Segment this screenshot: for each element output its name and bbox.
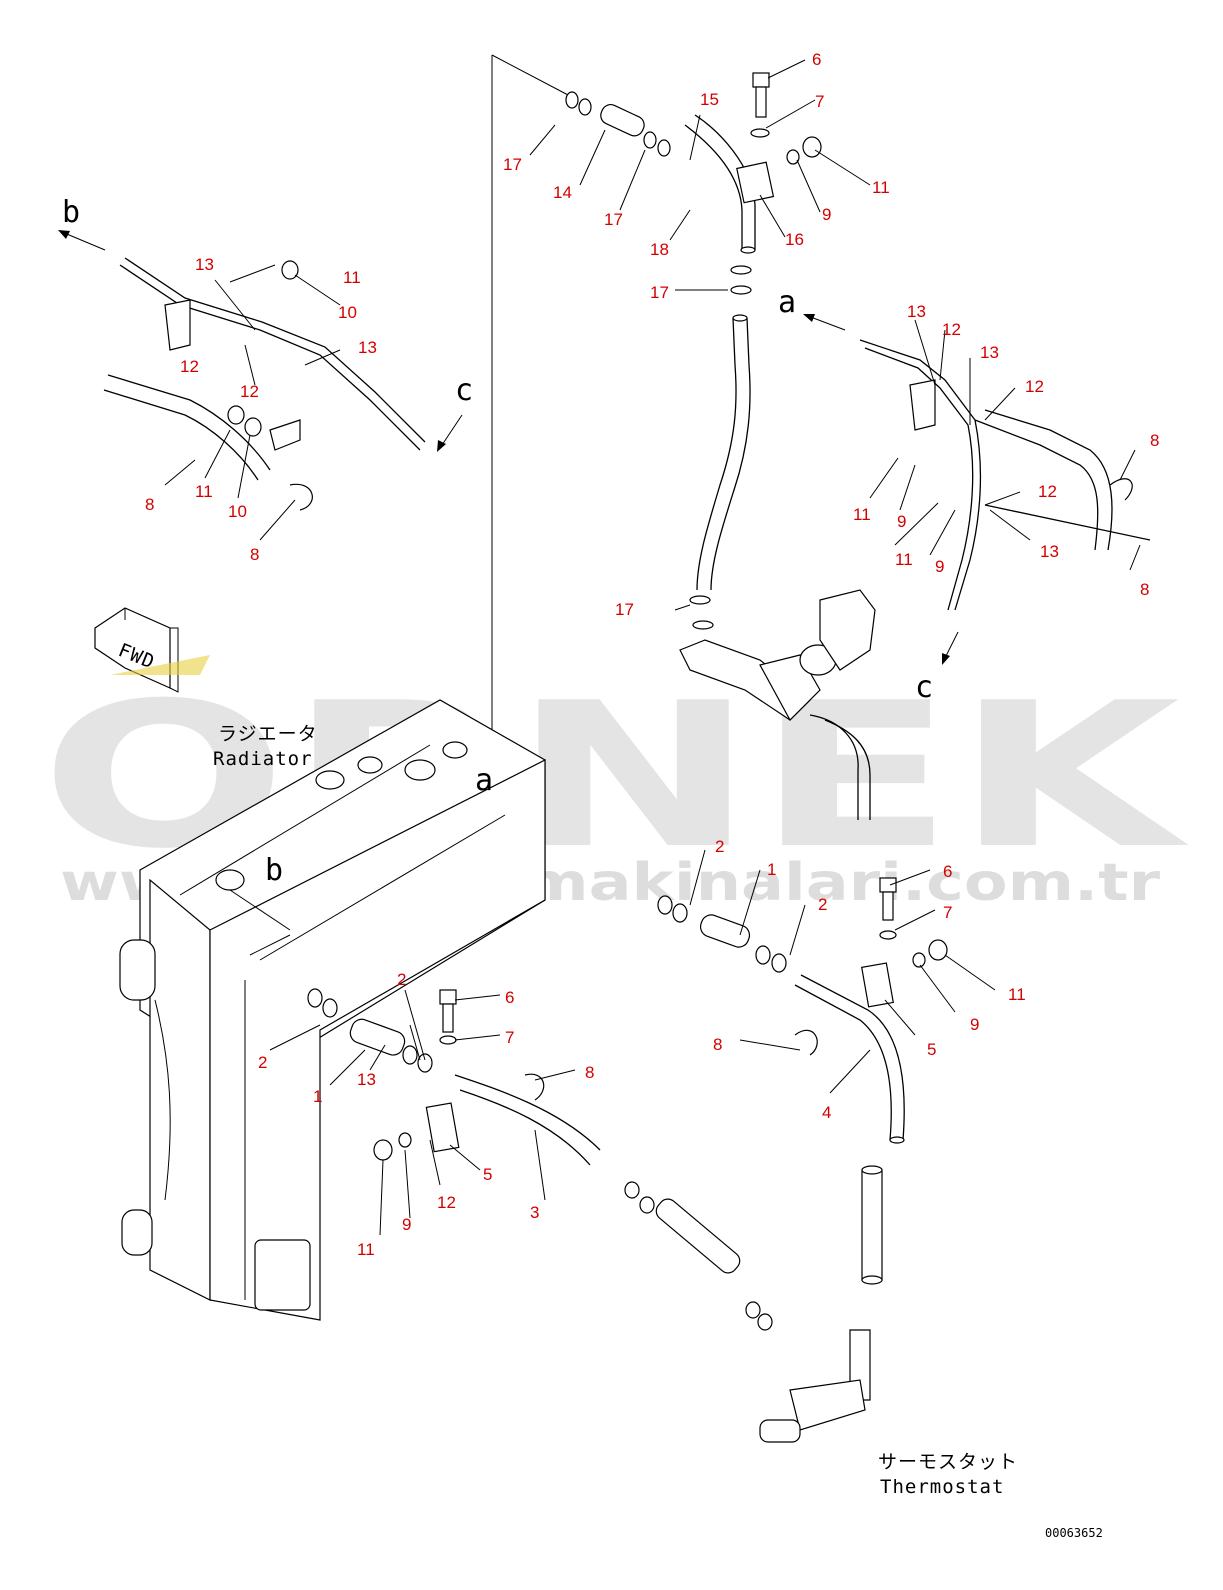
- fwd-arrow-icon: FWD: [94, 607, 210, 693]
- view-letter-a: a: [778, 285, 796, 320]
- callout-1: 1: [313, 1087, 322, 1106]
- callout-11: 11: [853, 505, 871, 524]
- callout-9: 9: [970, 1015, 979, 1034]
- callout-11: 11: [357, 1240, 375, 1259]
- callout-17: 17: [650, 283, 669, 302]
- callout-11: 11: [1008, 985, 1026, 1004]
- leader-line: [491, 54, 571, 97]
- callout-8: 8: [1140, 580, 1149, 599]
- callout-8: 8: [250, 545, 259, 564]
- callout-2: 2: [397, 970, 406, 989]
- callout-8: 8: [145, 495, 154, 514]
- callout-9: 9: [402, 1215, 411, 1234]
- callout-2: 2: [258, 1053, 267, 1072]
- callout-12: 12: [942, 320, 961, 339]
- callout-9: 9: [935, 557, 944, 576]
- callout-13: 13: [195, 255, 214, 274]
- radiator-label-jp: ラジエータ: [218, 723, 318, 745]
- callout-numbers: 6 7 15 11 9 16 17 14 17 18 17 17 13 11 1…: [145, 50, 1159, 1259]
- callout-12: 12: [437, 1193, 456, 1212]
- callout-6: 6: [943, 862, 952, 881]
- callout-9: 9: [897, 512, 906, 531]
- callout-13: 13: [1040, 542, 1059, 561]
- lower-hoses: [307, 877, 948, 1443]
- callout-7: 7: [505, 1028, 514, 1047]
- upper-pipe-assembly: [565, 72, 876, 820]
- callout-11: 11: [343, 268, 361, 287]
- arrow-head-icon: [437, 440, 446, 452]
- view-letter-b: b: [62, 195, 80, 230]
- callout-2: 2: [818, 895, 827, 914]
- thermostat-label-en: Thermostat: [880, 1476, 1004, 1498]
- callout-8: 8: [1150, 431, 1159, 450]
- radiator: [119, 699, 546, 1321]
- callout-11: 11: [895, 550, 913, 569]
- view-letter-c: c: [915, 670, 933, 705]
- callout-1: 1: [767, 860, 776, 879]
- callout-13: 13: [980, 343, 999, 362]
- callout-10: 10: [228, 502, 247, 521]
- callout-8: 8: [585, 1063, 594, 1082]
- callout-9: 9: [822, 205, 831, 224]
- callout-7: 7: [943, 903, 952, 922]
- callout-3: 3: [530, 1203, 539, 1222]
- callout-18: 18: [650, 240, 669, 259]
- callout-17: 17: [503, 155, 522, 174]
- callout-11: 11: [872, 178, 890, 197]
- view-letter-b: b: [265, 853, 283, 888]
- callout-6: 6: [505, 988, 514, 1007]
- callout-5: 5: [927, 1040, 936, 1059]
- callout-17: 17: [615, 600, 634, 619]
- callout-7: 7: [815, 92, 824, 111]
- callout-13: 13: [358, 338, 377, 357]
- view-markers: b c a c a b: [58, 195, 959, 888]
- callout-10: 10: [338, 303, 357, 322]
- callout-11: 11: [195, 482, 213, 501]
- radiator-label-en: Radiator: [213, 748, 313, 770]
- callout-15: 15: [700, 90, 719, 109]
- callout-14: 14: [553, 183, 572, 202]
- callout-8: 8: [713, 1035, 722, 1054]
- callout-16: 16: [785, 230, 804, 249]
- callout-12: 12: [240, 382, 259, 401]
- callout-12: 12: [1038, 482, 1057, 501]
- arrow-head-icon: [58, 230, 70, 239]
- callout-17: 17: [604, 210, 623, 229]
- callout-2: 2: [715, 837, 724, 856]
- thermostat-label-jp: サーモスタット: [878, 1451, 1018, 1473]
- right-small-pipes: [859, 339, 1151, 611]
- view-letter-c: c: [455, 373, 473, 408]
- arrow-head-icon: [942, 653, 950, 665]
- callout-13: 13: [907, 302, 926, 321]
- callout-6: 6: [812, 50, 821, 69]
- leader-lines: [164, 59, 1141, 1236]
- drawing-id: 00063652: [1045, 1526, 1103, 1540]
- callout-12: 12: [180, 357, 199, 376]
- callout-13: 13: [357, 1070, 376, 1089]
- callout-12: 12: [1025, 377, 1044, 396]
- callout-5: 5: [483, 1165, 492, 1184]
- arrow-head-icon: [803, 314, 815, 322]
- view-letter-a: a: [475, 763, 493, 798]
- left-small-pipes: [103, 257, 426, 511]
- callout-4: 4: [822, 1103, 831, 1122]
